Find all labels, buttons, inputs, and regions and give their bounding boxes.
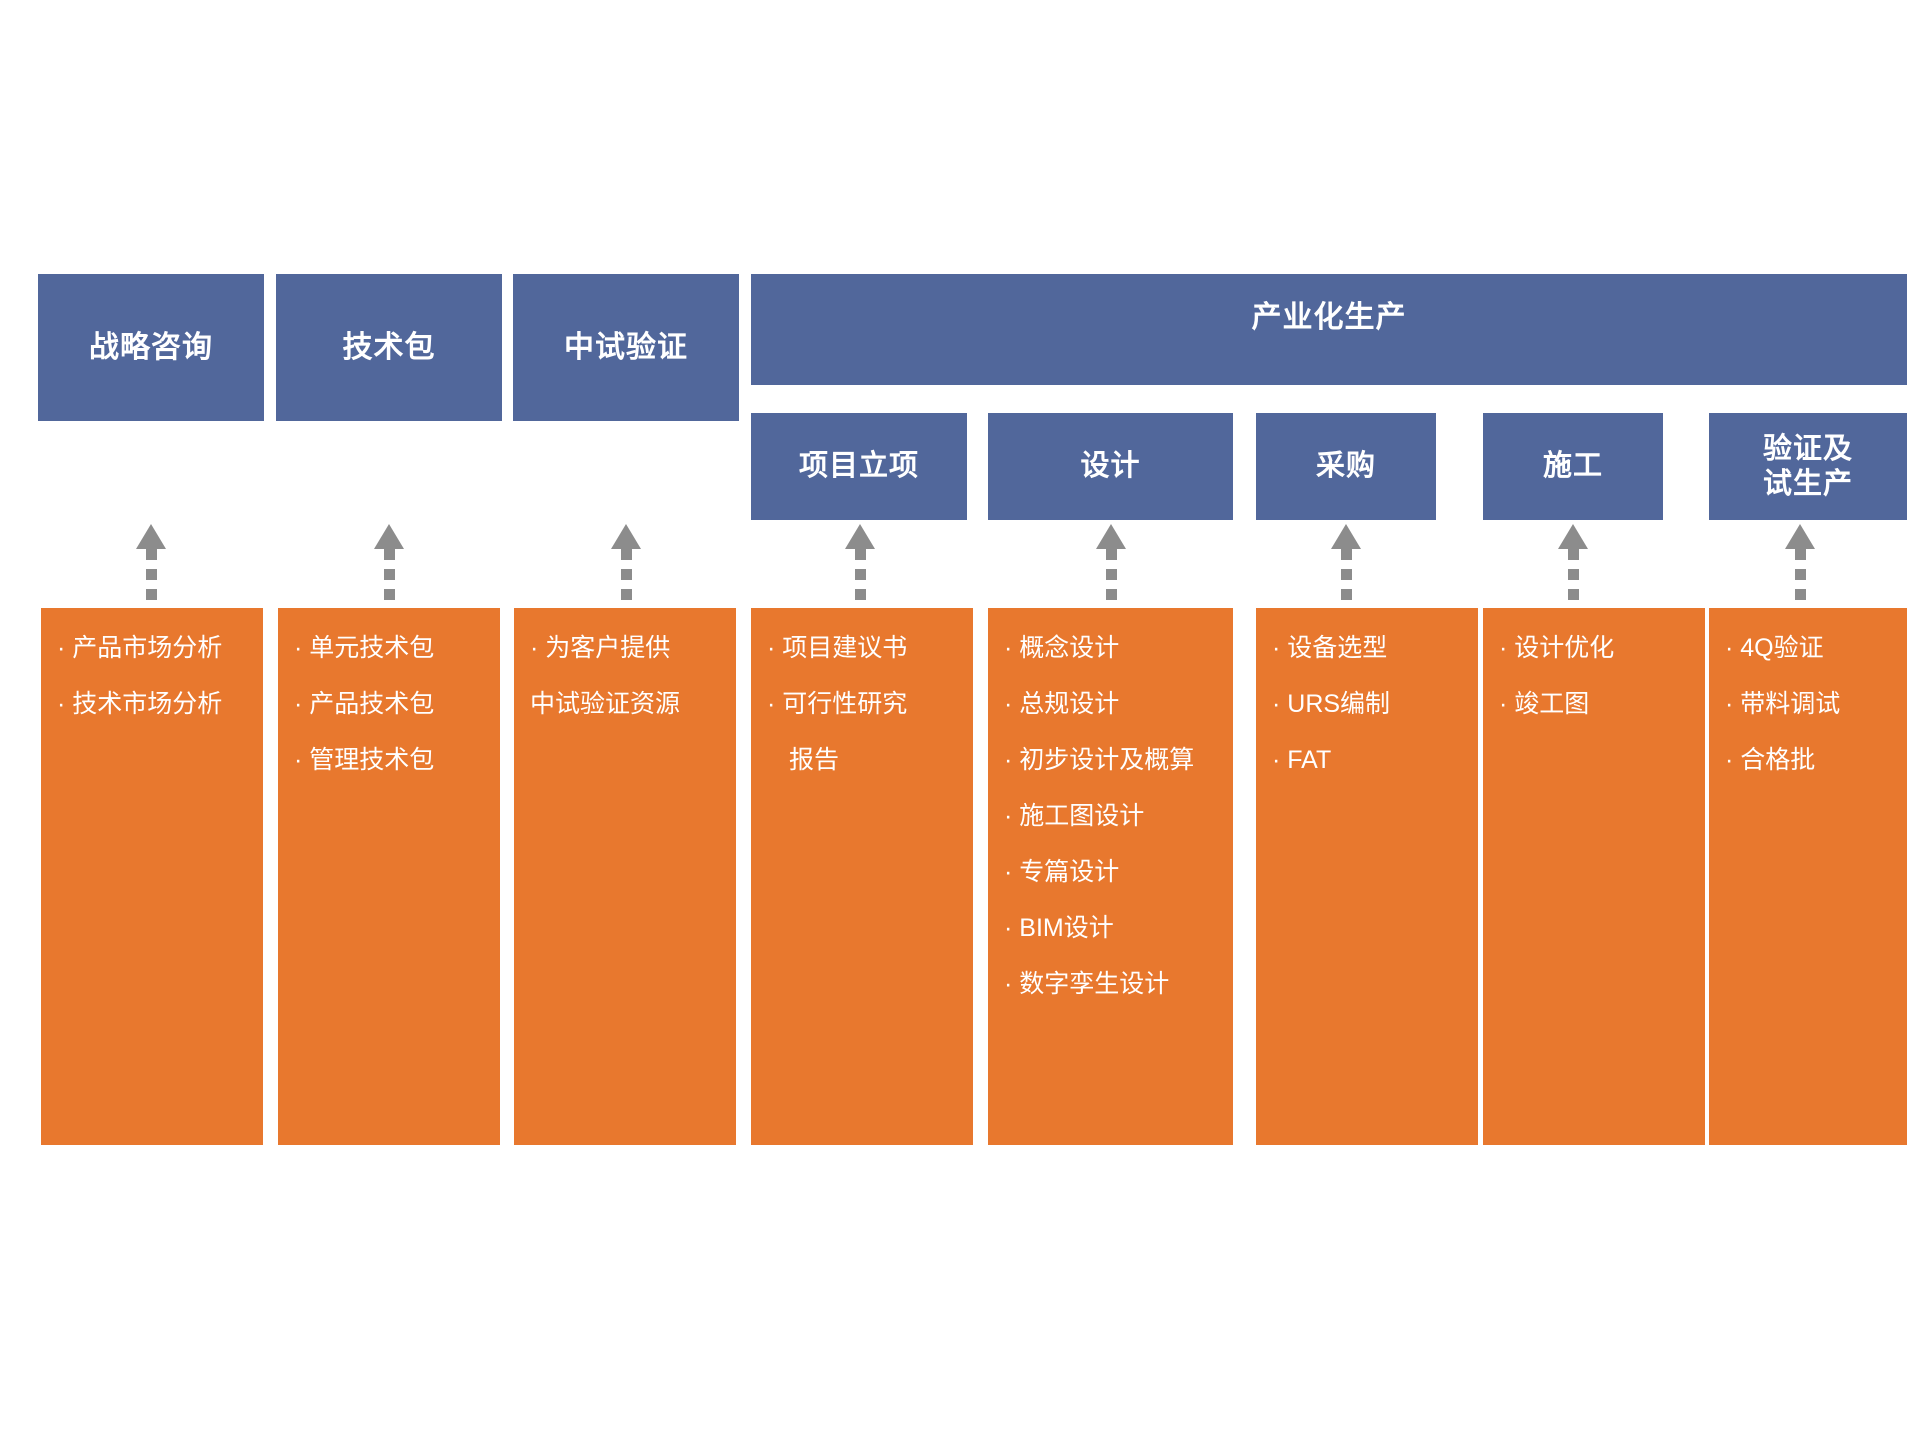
arrow-shaft xyxy=(1568,549,1579,610)
arrow-shaft xyxy=(1106,549,1117,610)
stage-header-label-line1: 验证及 xyxy=(1762,432,1853,465)
arrow-shaft xyxy=(146,549,157,610)
list-item: · 产品市场分析 xyxy=(57,634,223,662)
list-item: · 4Q验证 xyxy=(1725,634,1824,662)
list-item: · 为客户提供 xyxy=(530,634,671,662)
detail-panel-design[interactable]: · 概念设计 · 总规设计 · 初步设计及概算 · 施工图设计 · 专篇设计 ·… xyxy=(988,608,1233,1145)
list-item: · 竣工图 xyxy=(1499,690,1590,718)
detail-panel-technology-package[interactable]: · 单元技术包 · 产品技术包 · 管理技术包 xyxy=(278,608,500,1145)
stage-header-label: 设计 xyxy=(1080,450,1141,483)
list-item: · 总规设计 xyxy=(1004,690,1120,718)
arrow-up-project-initiation xyxy=(845,524,875,610)
arrow-head-icon xyxy=(1331,524,1361,549)
detail-panel-strategy-consulting[interactable]: · 产品市场分析 · 技术市场分析 xyxy=(41,608,263,1145)
arrow-up-technology-package xyxy=(374,524,404,610)
list-item: 中试验证资源 xyxy=(530,690,681,718)
detail-panel-procurement[interactable]: · 设备选型 · URS编制 · FAT xyxy=(1256,608,1478,1145)
stage-header-label: 技术包 xyxy=(342,330,436,364)
production-banner-label: 产业化生产 xyxy=(1251,301,1407,334)
arrow-shaft xyxy=(384,549,395,610)
stage-header-construction[interactable]: 施工 xyxy=(1483,413,1663,520)
stage-header-design[interactable]: 设计 xyxy=(988,413,1233,520)
list-item: · URS编制 xyxy=(1272,690,1391,718)
stage-header-pilot-verification[interactable]: 中试验证 xyxy=(513,274,739,421)
stage-header-validation-trial-production[interactable]: 验证及 试生产 xyxy=(1709,413,1907,520)
arrow-head-icon xyxy=(611,524,641,549)
arrow-up-construction xyxy=(1558,524,1588,610)
detail-panel-validation-trial-production[interactable]: · 4Q验证 · 带料调试 · 合格批 xyxy=(1709,608,1907,1145)
arrow-head-icon xyxy=(374,524,404,549)
list-item: · FAT xyxy=(1272,746,1332,774)
list-item: · 专篇设计 xyxy=(1004,858,1120,886)
list-item: · 概念设计 xyxy=(1004,634,1120,662)
arrow-shaft xyxy=(621,549,632,610)
arrow-up-procurement xyxy=(1331,524,1361,610)
arrow-head-icon xyxy=(845,524,875,549)
list-item: · 施工图设计 xyxy=(1004,802,1145,830)
production-banner[interactable]: 产业化生产 xyxy=(751,274,1907,385)
list-item: · 技术市场分析 xyxy=(57,690,223,718)
arrow-up-strategy-consulting xyxy=(136,524,166,610)
list-item: · 带料调试 xyxy=(1725,690,1841,718)
arrow-head-icon xyxy=(1096,524,1126,549)
stage-header-label: 采购 xyxy=(1315,450,1376,483)
arrow-head-icon xyxy=(1785,524,1815,549)
list-item: · 数字孪生设计 xyxy=(1004,970,1170,998)
stage-header-procurement[interactable]: 采购 xyxy=(1256,413,1436,520)
stage-header-strategy-consulting[interactable]: 战略咨询 xyxy=(38,274,264,421)
stage-header-label: 中试验证 xyxy=(564,330,688,364)
list-item: · 可行性研究 xyxy=(767,690,908,718)
stage-header-label: 项目立项 xyxy=(798,450,919,483)
arrow-up-pilot-verification xyxy=(611,524,641,610)
arrow-shaft xyxy=(1341,549,1352,610)
stage-header-label: 战略咨询 xyxy=(89,330,213,364)
list-item: · 单元技术包 xyxy=(294,634,435,662)
list-item: · 设计优化 xyxy=(1499,634,1615,662)
list-item: · 管理技术包 xyxy=(294,746,435,774)
arrow-shaft xyxy=(855,549,866,610)
arrow-head-icon xyxy=(136,524,166,549)
list-item: · 初步设计及概算 xyxy=(1004,746,1195,774)
stage-header-label: 施工 xyxy=(1542,450,1603,483)
detail-panel-construction[interactable]: · 设计优化 · 竣工图 xyxy=(1483,608,1705,1145)
detail-panel-pilot-verification[interactable]: · 为客户提供 中试验证资源 xyxy=(514,608,736,1145)
arrow-shaft xyxy=(1795,549,1806,610)
arrow-up-validation-trial-production xyxy=(1785,524,1815,610)
list-item: · 设备选型 xyxy=(1272,634,1388,662)
stage-header-project-initiation[interactable]: 项目立项 xyxy=(751,413,967,520)
detail-panel-project-initiation[interactable]: · 项目建议书 · 可行性研究 报告 xyxy=(751,608,973,1145)
stage-header-technology-package[interactable]: 技术包 xyxy=(276,274,502,421)
arrow-up-design xyxy=(1096,524,1126,610)
list-item: · BIM设计 xyxy=(1004,914,1114,942)
list-item: · 项目建议书 xyxy=(767,634,908,662)
arrow-head-icon xyxy=(1558,524,1588,549)
stage-header-label-line2: 试生产 xyxy=(1762,467,1853,500)
list-item: · 合格批 xyxy=(1725,746,1816,774)
list-item: 报告 xyxy=(789,746,840,774)
list-item: · 产品技术包 xyxy=(294,690,435,718)
